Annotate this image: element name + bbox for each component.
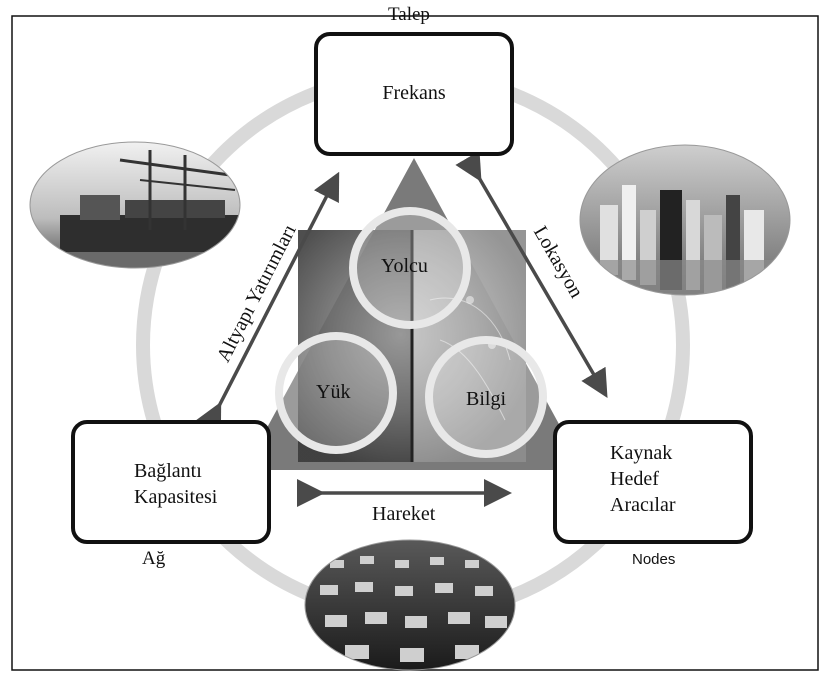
edge-label-hareket: Hareket (372, 503, 436, 525)
circle-label-yuk: Yük (316, 381, 351, 403)
node-kaynak-line-2: Hedef (610, 468, 659, 490)
circle-label-yolcu: Yolcu (381, 255, 428, 277)
traffic-highway-photo (305, 540, 515, 670)
node-baglanti-line-1: Bağlantı (134, 460, 202, 482)
node-kaynak-line-1: Kaynak (610, 442, 673, 464)
corner-label-nodes: Nodes (632, 551, 676, 568)
node-baglanti-line-2: Kapasitesi (134, 486, 218, 508)
talep-label: Talep (388, 4, 430, 25)
circle-label-bilgi: Bilgi (466, 388, 507, 410)
node-baglanti-text: Bağlantı Kapasitesi (134, 458, 264, 510)
node-kaynak-text: Kaynak Hedef Aracılar (610, 440, 740, 518)
edge-label-lokasyon: Lokasyon (529, 222, 587, 301)
node-frekans-text: Frekans (382, 82, 446, 104)
arrow-left (195, 171, 340, 434)
arrow-right (455, 150, 608, 399)
node-box-frekans (314, 32, 514, 156)
edge-label-altyapi: Altyapı Yatırımları (213, 221, 301, 366)
corner-label-ag: Ağ (142, 548, 166, 569)
node-box-baglanti (71, 420, 271, 544)
node-kaynak-line-3: Aracılar (610, 494, 676, 516)
node-box-kaynak (553, 420, 753, 544)
